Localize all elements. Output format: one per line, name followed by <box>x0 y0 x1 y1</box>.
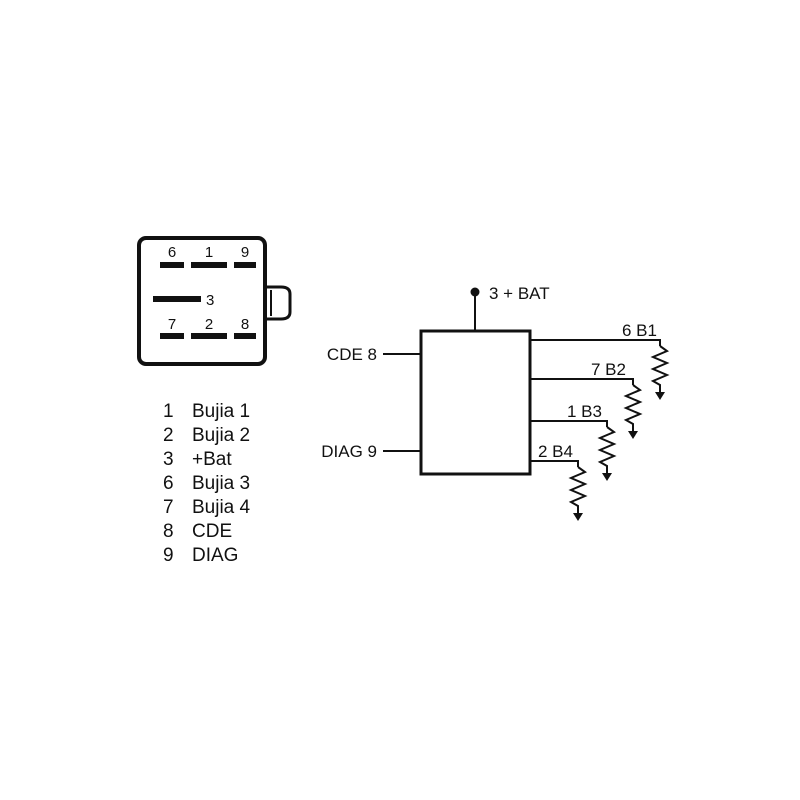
pin-9-contact <box>234 262 256 268</box>
ground-arrow-b3-icon <box>602 473 612 481</box>
output-b4-wire <box>530 460 579 467</box>
legend-pin: 2 <box>163 425 174 446</box>
battery-terminal-dot <box>470 287 480 297</box>
pin-label-8: 8 <box>241 316 249 333</box>
legend-pin: 9 <box>163 545 174 566</box>
pin-8-contact <box>234 333 256 339</box>
legend-label: Bujia 2 <box>192 425 250 446</box>
output-b3-wire <box>530 420 608 427</box>
pin-legend: 1 Bujia 1 2 Bujia 2 3 +Bat 6 Bujia 3 7 B… <box>163 401 251 566</box>
pin-label-1: 1 <box>205 244 213 261</box>
output-b1-label: 6 B1 <box>622 321 657 340</box>
legend-item: 9 DIAG <box>163 545 238 566</box>
pin-7-contact <box>160 333 184 339</box>
legend-pin: 1 <box>163 401 174 422</box>
output-b1-wire <box>530 339 661 346</box>
legend-item: 7 Bujia 4 <box>163 497 251 518</box>
legend-item: 2 Bujia 2 <box>163 425 250 446</box>
pin-1-contact <box>191 262 227 268</box>
pin-label-7: 7 <box>168 316 176 333</box>
pin-label-3: 3 <box>206 292 214 309</box>
legend-label: CDE <box>192 521 232 542</box>
output-b3-label: 1 B3 <box>567 402 602 421</box>
legend-item: 8 CDE <box>163 521 232 542</box>
schematic-marks <box>470 287 665 521</box>
pin-2-contact <box>191 333 227 339</box>
output-b4-label: 2 B4 <box>538 442 573 461</box>
legend-label: DIAG <box>192 545 238 566</box>
legend-item: 6 Bujia 3 <box>163 473 250 494</box>
schematic <box>383 292 670 513</box>
diag-label: DIAG 9 <box>321 442 377 461</box>
legend-label: Bujia 4 <box>192 497 251 518</box>
output-b2-resistor <box>623 384 643 431</box>
battery-label: 3 + BAT <box>489 284 550 303</box>
connector-pins <box>153 262 256 339</box>
legend-pin: 6 <box>163 473 174 494</box>
pin-label-9: 9 <box>241 244 249 261</box>
pin-3-contact <box>153 296 201 302</box>
pin-label-2: 2 <box>205 316 213 333</box>
legend-item: 3 +Bat <box>163 449 232 470</box>
legend-label: +Bat <box>192 449 232 470</box>
legend-label: Bujia 3 <box>192 473 250 494</box>
cde-label: CDE 8 <box>327 345 377 364</box>
ground-arrow-b4-icon <box>573 513 583 521</box>
pin-label-6: 6 <box>168 244 176 261</box>
output-b3-resistor <box>597 426 617 473</box>
pin-6-contact <box>160 262 184 268</box>
output-b2-wire <box>530 378 634 385</box>
legend-pin: 3 <box>163 449 174 470</box>
connector-latch <box>265 285 292 321</box>
output-b2-label: 7 B2 <box>591 360 626 379</box>
legend-label: Bujia 1 <box>192 401 250 422</box>
output-b1-resistor <box>650 345 670 392</box>
connector-body <box>137 236 267 366</box>
connector-pin-labels: 6 1 9 3 7 2 8 <box>168 244 249 333</box>
legend-pin: 7 <box>163 497 174 518</box>
ground-arrow-b2-icon <box>628 431 638 439</box>
legend-item: 1 Bujia 1 <box>163 401 250 422</box>
legend-pin: 8 <box>163 521 174 542</box>
schematic-labels: 3 + BAT CDE 8 DIAG 9 6 B1 7 B2 1 B3 2 B4 <box>321 284 657 461</box>
output-b4-resistor <box>568 466 588 513</box>
connector <box>137 236 292 366</box>
ground-arrow-b1-icon <box>655 392 665 400</box>
ecu-module-box <box>419 329 532 476</box>
